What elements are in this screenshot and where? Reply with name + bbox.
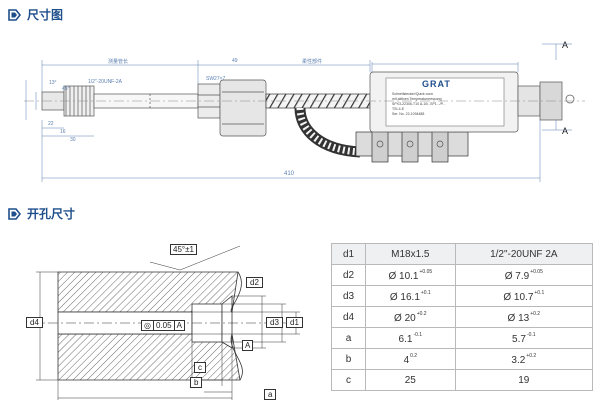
chamfer-angle-label: 45°±1 [170,244,197,255]
dimensions-section-title: 尺寸图 [8,6,63,23]
value-main: Ø 13 [507,312,530,324]
value-main: Ø 7.9 [504,270,530,282]
hole-section-title: 开孔尺寸 [8,205,75,222]
value-tolerance: +0.2 [526,352,537,359]
value-tolerance: +0.1 [534,289,545,296]
value-tolerance: -0.1 [413,331,423,338]
product-text-4: TSI-4-E [392,107,405,111]
d4-label: d4 [26,317,43,328]
value-main: 25 [404,374,416,386]
dim-small-2: 16 [60,129,66,135]
row-label-cell: d3 [331,285,366,307]
product-text-2: mit aktiven Temperaturmessung [392,97,442,101]
section-marker-icon [8,207,21,220]
value-tolerance: +0.2 [416,310,427,317]
dimensions-title-text: 尺寸图 [27,8,64,22]
product-label-text: Schnellstecker/Quick conn mit aktiven Te… [392,92,500,117]
value-tolerance: +0.05 [530,268,543,275]
row-label-cell: d4 [331,306,366,328]
overall-length-label: 410 [284,171,295,177]
dim-top-left: 测量管长 [108,59,129,65]
value-main: Ø 10.7 [503,291,534,303]
tolerance-value: 0.05 [154,321,175,330]
dim-small-3: 30 [70,137,76,143]
product-label [385,77,505,127]
value-cell-unf: Ø 10.7+0.1 [454,285,594,307]
b-label: b [190,377,203,388]
value-cell-m18: 25 [365,369,456,391]
value-cell-m18: Ø 16.1+0.1 [365,285,456,307]
row-label-cell: a [331,327,366,349]
value-main: Ø 16.1 [389,291,420,303]
sensor-body [219,79,267,137]
angle-label: 45° [62,86,70,92]
tolerance-ref: A [176,321,182,330]
value-tolerance: +0.1 [420,289,431,296]
value-main: 3.2 [511,354,526,366]
thread-label: 1/2"-20UNF-2A [88,79,123,85]
value-main: 5.7 [512,333,526,345]
value-main: 4 [403,354,410,366]
brand-logo: GRAT [422,79,451,89]
dim-small-1: 22 [48,121,54,127]
top-dimension-lines [25,43,572,182]
concentricity-icon: ◎ [142,321,154,330]
value-cell-m18: 40.2 [365,348,456,370]
datum-a-label: A [242,340,254,351]
table-header-cell: M18x1.5 [365,243,456,265]
product-text-1: Schnellstecker/Quick conn [392,92,434,96]
row-label-cell: b [331,348,366,370]
table-header-row: d1 M18x1.5 1/2"-20UNF 2A [331,243,594,265]
concentricity-tolerance-frame: ◎ 0.05 A [141,320,185,331]
value-tolerance: +0.05 [419,268,433,275]
hole-title-text: 开孔尺寸 [27,207,76,221]
dim-top-right: 柔性部件 [302,59,323,65]
value-main: Ø 10.1 [388,270,419,282]
value-tolerance: +0.2 [530,310,541,317]
c-label: c [194,362,206,373]
a-label: a [264,389,277,400]
d1-label: d1 [286,317,303,328]
value-tolerance: 0.2 [410,352,418,359]
value-main: 6.1 [398,333,413,345]
sensor-dimension-drawing [24,71,585,163]
value-cell-unf: 5.7-0.1 [454,327,594,349]
product-text-5: Ser. No. 22-1094488 [392,112,425,116]
value-cell-m18: Ø 10.1+0.05 [365,264,456,286]
hex-label: SW27×7 [206,76,226,82]
section-label-a-bottom: A [562,126,569,136]
value-cell-unf: Ø 13+0.2 [454,306,594,328]
value-cell-unf: Ø 7.9+0.05 [454,264,594,286]
value-cell-unf: 19 [454,369,594,391]
value-cell-m18: 6.1-0.1 [365,327,456,349]
table-header-cell: 1/2"-20UNF 2A [454,243,594,265]
value-cell-unf: 3.2+0.2 [454,348,594,370]
value-tolerance: -0.1 [526,331,536,338]
clamp-bracket [355,125,469,163]
value-main: Ø 20 [394,312,416,324]
row-label-cell: c [331,369,366,391]
table-header-cell: d1 [331,243,366,265]
value-main: 19 [518,374,530,386]
section-marker-icon [8,8,21,21]
dim-mid-label: 49 [232,58,238,64]
table-row: c 25 19 [331,369,594,391]
d3-label: d3 [266,317,283,328]
d2-label: d2 [246,277,263,288]
product-text-3: SPX3-22306-T10 A-10/..SP1.../P... [392,102,446,106]
angle-label-2: 13° [49,80,57,86]
value-cell-m18: Ø 20+0.2 [365,306,456,328]
row-label-cell: d2 [331,264,366,286]
section-label-a-top: A [562,40,569,50]
